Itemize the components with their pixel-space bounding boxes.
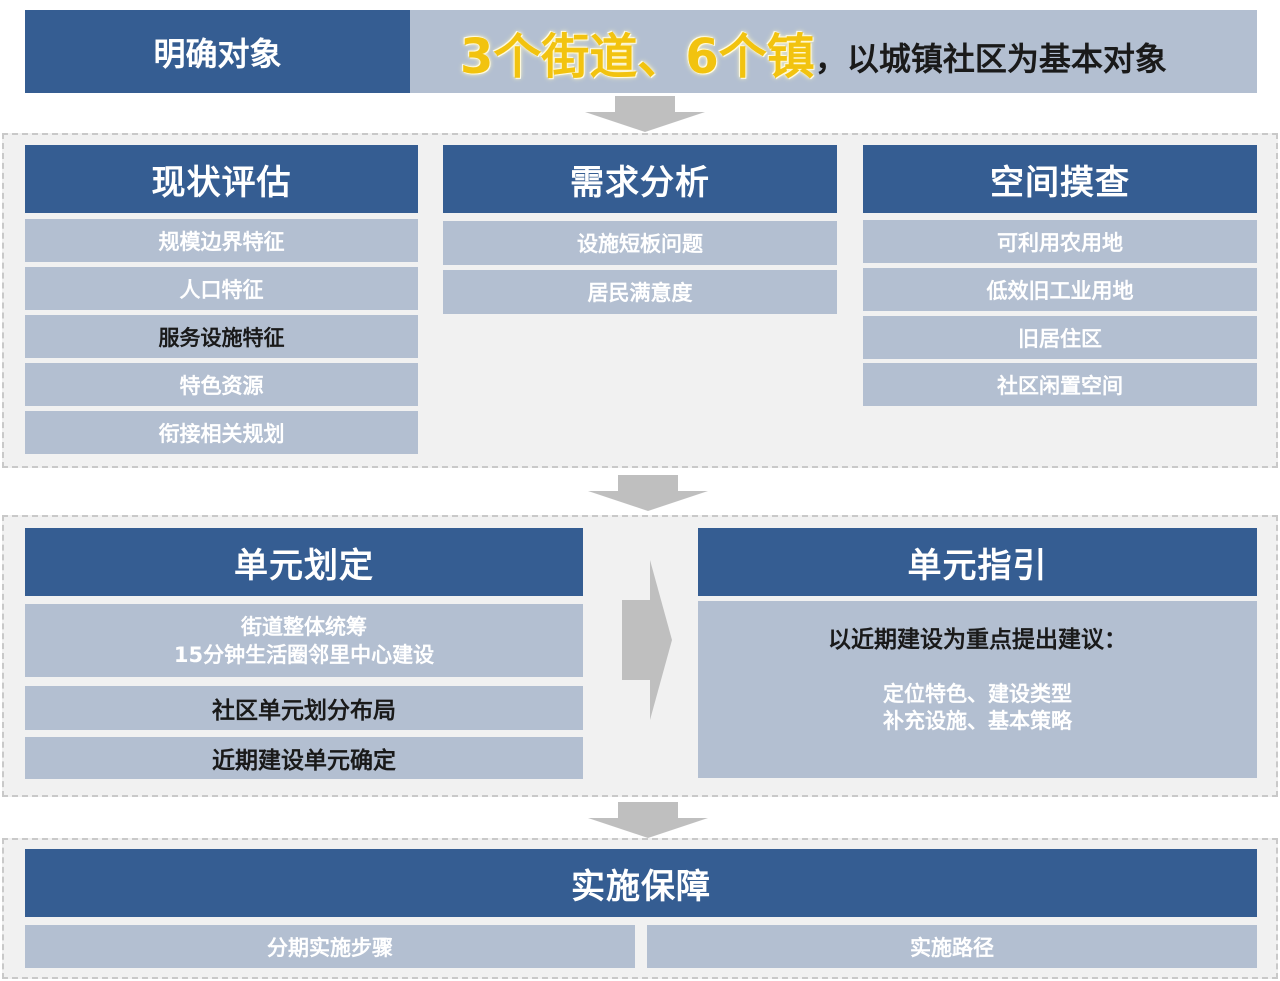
status-item-5: 衔接相关规划 bbox=[25, 411, 418, 454]
demand-item-2: 居民满意度 bbox=[443, 270, 837, 314]
space-item-1: 可利用农用地 bbox=[863, 220, 1257, 263]
column-title-status: 现状评估 bbox=[25, 145, 418, 213]
down-arrow-2 bbox=[588, 475, 708, 511]
unit-define-item-1: 街道整体统筹 15分钟生活圈邻里中心建设 bbox=[25, 604, 583, 677]
unit-define-title: 单元划定 bbox=[25, 528, 583, 596]
target-label-box: 明确对象 bbox=[25, 10, 410, 93]
down-arrow-3 bbox=[588, 802, 708, 838]
status-item-1: 规模边界特征 bbox=[25, 219, 418, 262]
space-item-3: 旧居住区 bbox=[863, 316, 1257, 359]
target-description-box: 3个街道、6个镇 ，以城镇社区为基本对象 bbox=[410, 10, 1257, 93]
target-rest: ，以城镇社区为基本对象 bbox=[814, 39, 1167, 78]
target-label: 明确对象 bbox=[153, 34, 282, 73]
down-arrow-1 bbox=[585, 96, 705, 132]
space-item-2: 低效旧工业用地 bbox=[863, 268, 1257, 311]
right-arrow bbox=[622, 560, 672, 720]
implementation-left: 分期实施步骤 bbox=[25, 925, 635, 968]
unit-define-item-2: 社区单元划分布局 bbox=[25, 686, 583, 730]
status-item-2: 人口特征 bbox=[25, 267, 418, 310]
unit-define-item-3: 近期建设单元确定 bbox=[25, 737, 583, 779]
unit-guide-heading: 以近期建设为重点提出建议： bbox=[828, 627, 1127, 653]
unit-guide-body bbox=[698, 601, 1257, 778]
status-item-3: 服务设施特征 bbox=[25, 315, 418, 358]
target-highlight: 3个街道、6个镇 bbox=[460, 28, 815, 85]
unit-guide-line-2: 补充设施、基本策略 bbox=[883, 709, 1072, 733]
implementation-right: 实施路径 bbox=[647, 925, 1257, 968]
implementation-title: 实施保障 bbox=[25, 849, 1257, 917]
status-item-4: 特色资源 bbox=[25, 363, 418, 406]
demand-item-1: 设施短板问题 bbox=[443, 221, 837, 265]
unit-guide-title: 单元指引 bbox=[698, 528, 1257, 596]
column-title-demand: 需求分析 bbox=[443, 145, 837, 213]
column-title-space: 空间摸查 bbox=[863, 145, 1257, 213]
space-item-4: 社区闲置空间 bbox=[863, 363, 1257, 406]
unit-guide-line-1: 定位特色、建设类型 bbox=[883, 682, 1072, 706]
